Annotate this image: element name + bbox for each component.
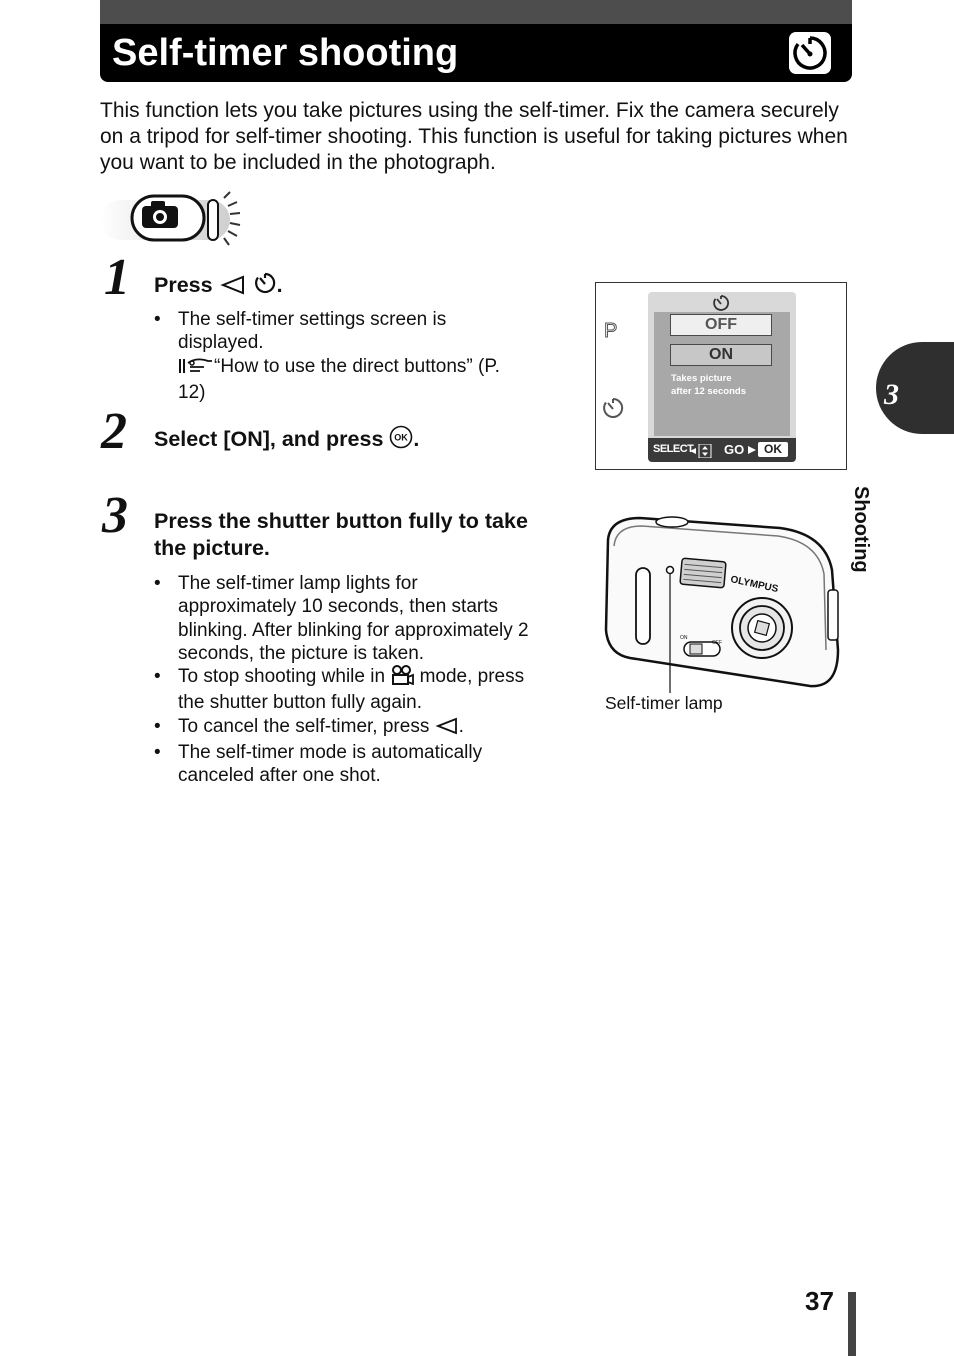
bullet-text-end: .: [458, 715, 464, 737]
bullet-dot: •: [154, 666, 161, 688]
step-number-3: 3: [102, 487, 128, 544]
go-label: GO: [724, 442, 745, 457]
self-timer-screen-figure: P OFF ON Takes picture after 12 seconds …: [595, 282, 847, 470]
svg-text:OK: OK: [395, 433, 409, 443]
list-item: • To stop shooting while in mode, press …: [154, 665, 539, 715]
bullet-dot: •: [154, 573, 161, 594]
step-2-heading-period: .: [413, 427, 420, 451]
list-item: “How to use the direct buttons” (P. 12): [154, 355, 514, 405]
title-bar-band: [100, 24, 852, 82]
step-number-1: 1: [104, 249, 130, 306]
step-number-2: 2: [101, 403, 127, 460]
bullet-dot: •: [154, 309, 161, 330]
chapter-number: 3: [884, 378, 899, 411]
self-timer-icon: [789, 32, 831, 74]
page-number: 37: [805, 1286, 834, 1316]
step-2-heading-text: Select [ON], and press: [154, 427, 384, 451]
bullet-text: To cancel the self-timer, press: [178, 715, 430, 737]
reference-hand-icon: [178, 355, 214, 381]
list-item: • To cancel the self-timer, press .: [154, 715, 539, 741]
bullet-dot: •: [154, 715, 161, 737]
reference-link[interactable]: “How to use the direct buttons” (P. 12): [178, 355, 500, 403]
movie-mode-icon: [390, 665, 415, 691]
bullet-text: To stop shooting while in: [178, 666, 386, 688]
step-1-heading-period: .: [276, 273, 283, 297]
chapter-label: Shooting: [850, 486, 872, 573]
step-1-bullets: • The self-timer settings screen is disp…: [154, 308, 514, 404]
ok-button-icon: OK: [389, 425, 413, 456]
step-2-heading: Select [ON], and press OK .: [154, 425, 419, 456]
arrow-right-icon: [748, 446, 756, 454]
intro-text: This function lets you take pictures usi…: [100, 99, 848, 174]
lcd-note: Takes picture after 12 seconds: [671, 372, 746, 398]
up-down-arrow-icon: [690, 444, 712, 458]
left-arrow-icon: [435, 717, 459, 741]
left-arrow-icon: [219, 275, 247, 302]
title-bar: Self-timer shooting: [100, 0, 852, 82]
title-bar-top-strip: [100, 0, 852, 24]
ok-label: OK: [758, 442, 788, 457]
camera-illustration: OLYMPUS ON OFF: [600, 510, 845, 700]
program-mode-letter: P: [604, 321, 617, 339]
bullet-text: The self-timer settings screen is displa…: [178, 309, 447, 354]
self-timer-icon: [603, 397, 624, 418]
program-mode-icon: P: [604, 321, 618, 339]
lcd-note-line-1: Takes picture: [671, 373, 732, 384]
list-item: • The self-timer settings screen is disp…: [154, 308, 514, 355]
bullet-dot: •: [154, 742, 161, 764]
lcd-bottom-bar: SELECT GO OK: [648, 438, 796, 462]
chapter-tab[interactable]: 3: [876, 342, 954, 434]
switch-off-label: OFF: [712, 640, 722, 646]
lcd-menu-panel: OFF ON Takes picture after 12 seconds: [654, 312, 790, 436]
page-edge-bar: [848, 1292, 856, 1356]
self-timer-icon: [713, 295, 729, 311]
self-timer-lamp-callout: Self-timer lamp: [605, 693, 723, 713]
step-1-heading-text: Press: [154, 273, 213, 297]
page-title: Self-timer shooting: [112, 32, 459, 74]
step-3-heading: Press the shutter button fully to take t…: [154, 509, 528, 560]
lcd-screen: OFF ON Takes picture after 12 seconds SE…: [648, 292, 796, 462]
switch-on-label: ON: [680, 635, 688, 641]
option-on[interactable]: ON: [670, 344, 772, 366]
lcd-note-line-2: after 12 seconds: [671, 386, 746, 397]
bullet-text: mode, press the shutter button fully aga…: [178, 666, 525, 714]
select-label: SELECT: [653, 443, 694, 455]
list-item: • The self-timer lamp lights for approxi…: [154, 572, 539, 665]
self-timer-icon: [253, 271, 277, 302]
camera-mode-icon: [98, 190, 248, 248]
step-1-heading: Press .: [154, 271, 283, 302]
bullet-text: The self-timer mode is automatically can…: [178, 742, 483, 787]
bullet-text: The self-timer lamp lights for approxima…: [178, 573, 529, 664]
option-off[interactable]: OFF: [670, 314, 772, 336]
list-item: • The self-timer mode is automatically c…: [154, 741, 539, 788]
step-3-bullets: • The self-timer lamp lights for approxi…: [154, 572, 539, 788]
